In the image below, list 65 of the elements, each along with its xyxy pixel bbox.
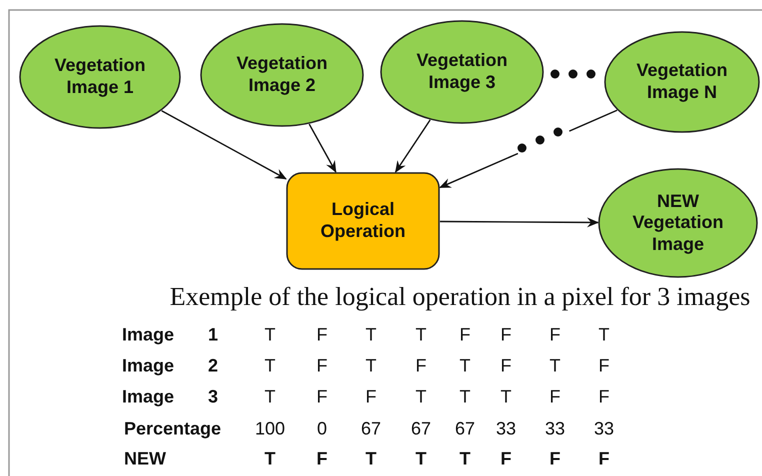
table-value: 33 — [594, 418, 614, 440]
node-label: Vegetation Image N — [635, 60, 728, 104]
table-value: T — [264, 356, 276, 376]
table-value: F — [416, 356, 426, 376]
table-value: 67 — [410, 418, 432, 440]
table-value: 100 — [254, 418, 286, 440]
data-ellipse — [598, 168, 758, 278]
table-value: F — [460, 324, 470, 346]
table-value: 33 — [496, 418, 516, 440]
data-ellipse — [19, 25, 181, 129]
table-value: T — [460, 356, 470, 376]
arrow — [161, 110, 287, 180]
table-value: 33 — [544, 418, 566, 440]
table-value: T — [416, 448, 426, 470]
node-label: NEW Vegetation Image — [631, 190, 725, 256]
row-header: 2 — [208, 356, 218, 376]
table-value: F — [550, 324, 560, 346]
table-value: T — [550, 356, 560, 376]
table-value: T — [366, 448, 376, 470]
node-label: Vegetation Image 1 — [53, 55, 147, 99]
table-value: T — [264, 448, 276, 470]
table-value: T — [264, 324, 276, 346]
table-value: F — [316, 356, 328, 376]
table-value: T — [264, 386, 276, 408]
table-value: 67 — [360, 418, 382, 440]
arrow — [440, 217, 599, 228]
table-value: F — [550, 386, 560, 408]
table-value: 67 — [454, 418, 476, 440]
table-value: T — [598, 324, 610, 346]
table-value: F — [500, 448, 512, 470]
row-header: Image — [122, 356, 174, 376]
table-value: F — [366, 386, 376, 408]
row-header: Image — [122, 324, 174, 346]
table-value: F — [316, 324, 328, 346]
table-value: F — [500, 356, 512, 376]
process-box — [286, 172, 440, 270]
row-header: 1 — [208, 324, 218, 346]
node-label: Vegetation Image 2 — [235, 53, 329, 97]
arrow — [394, 120, 431, 173]
arrow — [308, 124, 336, 173]
data-ellipse — [604, 31, 760, 133]
table-value: F — [598, 386, 610, 408]
table-value: T — [416, 386, 426, 408]
row-header: NEW — [124, 448, 166, 470]
table-value: T — [366, 324, 376, 346]
row-header: Image — [122, 386, 174, 408]
row-header: Percentage — [124, 418, 222, 440]
table-value: F — [598, 356, 610, 376]
table-value: F — [316, 448, 328, 470]
caption-text: Exemple of the logical operation in a pixel for 3 images — [170, 282, 750, 312]
table-value: F — [316, 386, 328, 408]
table-value: F — [598, 448, 610, 470]
node-label: Logical Operation — [319, 199, 406, 243]
row-header: 3 — [208, 386, 218, 408]
table-value: F — [550, 448, 560, 470]
node-label: Vegetation Image 3 — [415, 50, 509, 94]
table-value: T — [460, 448, 470, 470]
table-value: T — [366, 356, 376, 376]
table-value: T — [416, 324, 426, 346]
table-value: T — [460, 386, 470, 408]
table-value: T — [500, 386, 512, 408]
data-ellipse — [380, 20, 544, 124]
data-ellipse — [200, 23, 364, 127]
table-value: F — [500, 324, 512, 346]
table-value: 0 — [317, 418, 327, 440]
